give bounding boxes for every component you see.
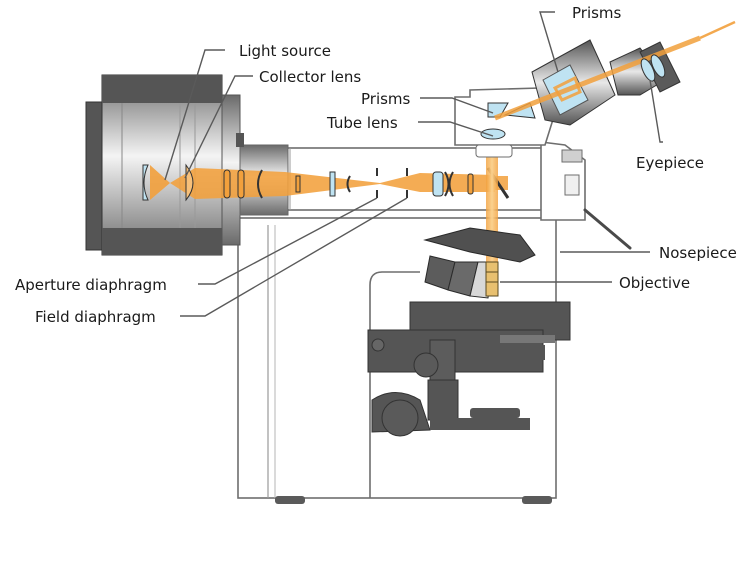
objective	[485, 261, 499, 297]
label-tube-lens: Tube lens	[326, 114, 398, 132]
stage	[367, 301, 571, 437]
eyepiece	[640, 54, 666, 82]
nosepiece	[423, 227, 536, 299]
label-collector-lens: Collector lens	[259, 68, 361, 86]
label-eyepiece: Eyepiece	[636, 154, 704, 172]
label-field-diaphragm: Field diaphragm	[35, 308, 156, 326]
label-aperture-diaphragm: Aperture diaphragm	[15, 276, 167, 294]
leader-lines	[164, 11, 663, 317]
label-objective: Objective	[619, 274, 690, 292]
collector-lens-group	[142, 163, 351, 202]
label-prisms-mid: Prisms	[361, 90, 411, 108]
label-light-source: Light source	[239, 42, 331, 60]
label-prisms-top: Prisms	[572, 4, 622, 22]
label-nosepiece: Nosepiece	[659, 244, 737, 262]
eyepiece-light-path	[494, 20, 736, 121]
